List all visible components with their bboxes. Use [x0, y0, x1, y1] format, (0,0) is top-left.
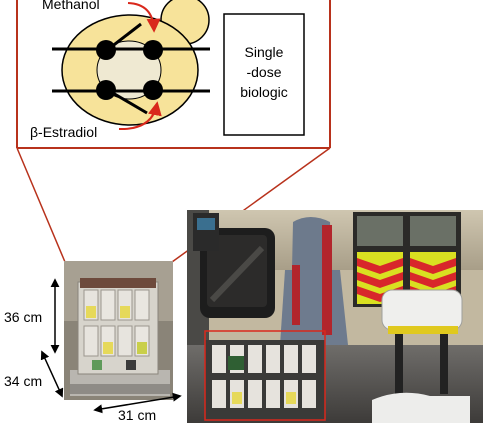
node-top-left [96, 40, 116, 60]
height-label: 36 cm [4, 309, 42, 325]
device-photo [64, 261, 173, 400]
node-bottom-right [143, 80, 163, 100]
width-label: 31 cm [118, 407, 156, 423]
ambulance-device [205, 340, 325, 420]
device-highlight-box [204, 330, 326, 421]
stretcher [372, 289, 470, 423]
depth-label: 34 cm [4, 373, 42, 389]
device-bottles [83, 289, 150, 370]
inset-diagram: Methanol β-Estradiol Single -dose biolog… [16, 0, 331, 149]
depth-arrow [40, 350, 64, 398]
callout-diagonal-left [16, 147, 66, 263]
node-top-right [143, 40, 163, 60]
biologic-box [223, 13, 305, 136]
estradiol-label: β-Estradiol [30, 124, 97, 140]
biologic-label-line-1: Single [245, 44, 284, 60]
biologic-label-line-3: biologic [240, 84, 287, 100]
seat [280, 217, 348, 345]
methanol-label: Methanol [42, 0, 100, 12]
methanol-arrow [127, 2, 161, 33]
estradiol-arrow [118, 101, 162, 131]
node-bottom-left [96, 80, 116, 100]
width-arrow [93, 392, 182, 414]
biologic-label-line-2: -dose [246, 64, 281, 80]
ambulance-photo [187, 210, 483, 423]
